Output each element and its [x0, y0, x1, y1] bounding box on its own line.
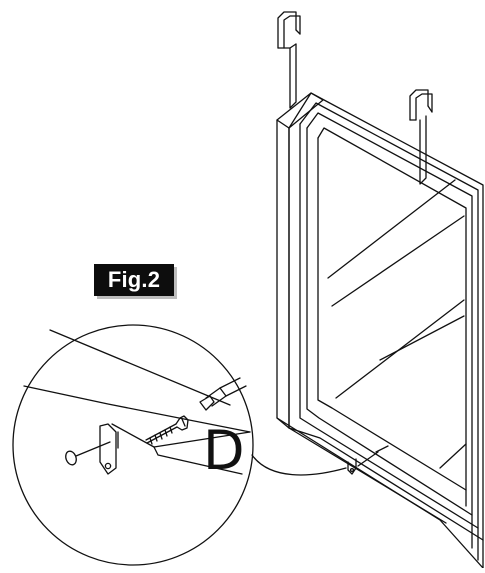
- screw-icon: [145, 415, 189, 445]
- callout-curve: [251, 454, 347, 476]
- mirror-icon: [276, 92, 484, 569]
- mirror-edge-detail: [23, 329, 251, 475]
- left-hook-icon: [277, 11, 301, 109]
- small-bracket-icon: [347, 445, 389, 475]
- right-hook-icon: [409, 89, 433, 185]
- mounting-bracket-icon: [99, 423, 117, 475]
- screwdriver-icon: [199, 377, 247, 411]
- anchor-hole-icon: [65, 441, 111, 466]
- detail-circle: [12, 324, 254, 566]
- detail-letter: D: [203, 419, 245, 482]
- figure-label: Fig.2: [94, 264, 174, 296]
